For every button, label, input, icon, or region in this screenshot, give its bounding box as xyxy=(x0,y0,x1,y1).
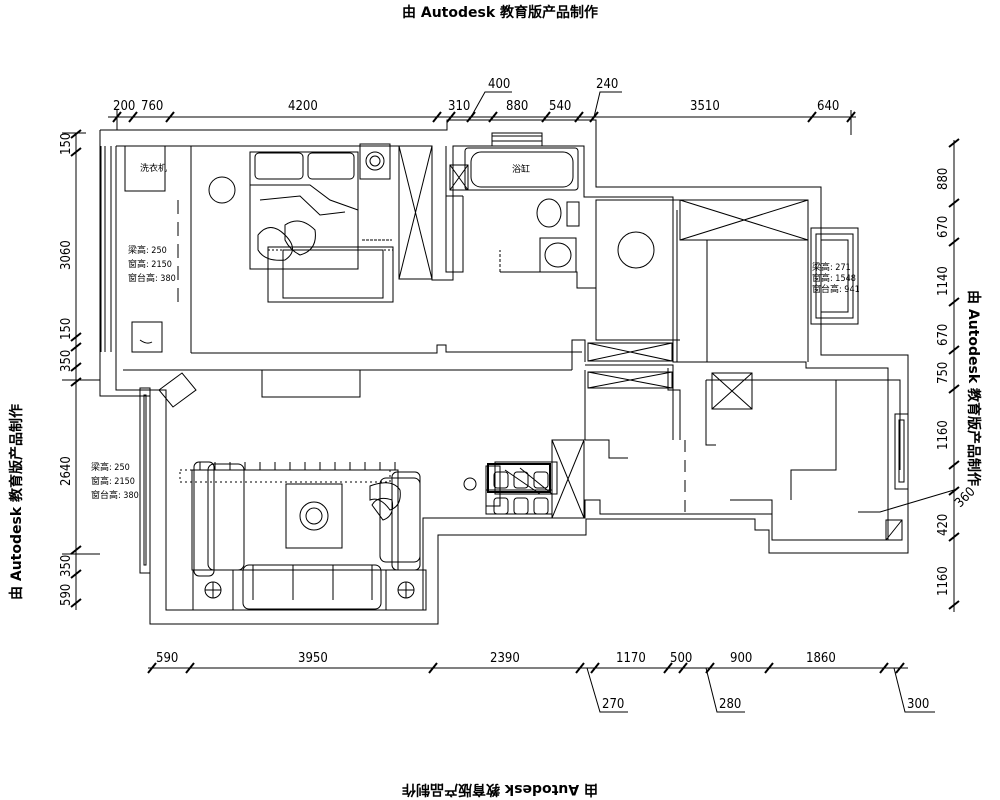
dim-right-1160b: 1160 xyxy=(936,566,951,596)
dim-bot-1860: 1860 xyxy=(806,651,836,666)
note-2-sill: 窗台高: 380 xyxy=(91,489,139,501)
dim-top-760: 760 xyxy=(141,99,163,114)
counter-top xyxy=(587,342,673,362)
dim-bot-1170: 1170 xyxy=(616,651,646,666)
dim-right-880: 880 xyxy=(936,168,951,190)
dining-furniture xyxy=(463,439,585,519)
left-dimension-chain xyxy=(62,129,100,610)
pillow-left xyxy=(254,152,304,180)
side-table-right xyxy=(385,569,427,611)
dim-right-670a: 670 xyxy=(936,216,951,238)
dim-top-4200: 4200 xyxy=(288,99,318,114)
dim-left-2640: 2640 xyxy=(59,456,74,486)
pillow-right xyxy=(307,152,355,180)
note-3-sill: 窗台高: 941 xyxy=(812,283,860,295)
dim-left-590: 590 xyxy=(59,584,74,606)
note-3-beam: 梁高: 271 xyxy=(812,261,851,273)
tv-cabinet xyxy=(158,372,197,408)
round-table xyxy=(617,231,655,269)
dim-right-1140: 1140 xyxy=(936,266,951,296)
dim-bot-3950: 3950 xyxy=(298,651,328,666)
note-2-beam: 梁高: 250 xyxy=(91,461,130,473)
wardrobe xyxy=(398,145,433,280)
toilet xyxy=(536,198,562,228)
dim-top-640: 640 xyxy=(817,99,839,114)
walls xyxy=(99,119,909,625)
sofa-bottom xyxy=(242,564,382,610)
shower xyxy=(711,372,753,410)
dim-top-310: 310 xyxy=(448,99,470,114)
label-tub: 浴缸 xyxy=(512,163,530,175)
kitchen-fixtures xyxy=(587,199,903,541)
dim-bot-2390: 2390 xyxy=(490,651,520,666)
note-1-window: 窗高: 2150 xyxy=(128,258,172,270)
note-1-sill: 窗台高: 380 xyxy=(128,272,176,284)
coffee-table xyxy=(285,483,343,549)
dim-left-150a: 150 xyxy=(59,133,74,155)
dim-bot-300: 300 xyxy=(907,697,929,712)
dim-top-540: 540 xyxy=(549,99,571,114)
dim-left-350b: 350 xyxy=(59,555,74,577)
dim-top-400: 400 xyxy=(488,77,510,92)
dim-bot-590: 590 xyxy=(156,651,178,666)
basin xyxy=(539,237,577,273)
sideboard xyxy=(551,439,585,519)
living-furniture xyxy=(158,372,427,611)
bed xyxy=(249,151,359,270)
bedroom-furniture xyxy=(131,143,433,353)
sofa-left xyxy=(207,463,245,571)
top-dimension-chain xyxy=(108,91,856,135)
bedroom-rug xyxy=(267,246,394,303)
counter-bottom xyxy=(587,371,673,389)
dim-top-200: 200 xyxy=(113,99,135,114)
window-frames xyxy=(124,132,909,574)
right-dimension-chain xyxy=(858,138,960,612)
side-table-left xyxy=(192,569,234,611)
dim-left-150b: 150 xyxy=(59,318,74,340)
bottom-dimension-chain xyxy=(147,662,935,713)
bathroom-fixtures xyxy=(449,147,580,273)
dim-bot-270: 270 xyxy=(602,697,624,712)
dim-left-3060: 3060 xyxy=(59,240,74,270)
dim-right-670b: 670 xyxy=(936,324,951,346)
note-3-window: 窗高: 1548 xyxy=(812,272,856,284)
dim-top-3510: 3510 xyxy=(690,99,720,114)
dim-right-750: 750 xyxy=(936,362,951,384)
note-2-window: 窗高: 2150 xyxy=(91,475,135,487)
nightstand xyxy=(359,143,391,180)
dim-bot-280: 280 xyxy=(719,697,741,712)
watermark-top: 由 Autodesk 教育版产品制作 xyxy=(401,5,599,21)
dim-left-350a: 350 xyxy=(59,350,74,372)
note-1-beam: 梁高: 250 xyxy=(128,244,167,256)
dim-right-420: 420 xyxy=(936,514,951,536)
bedroom-chair xyxy=(208,176,236,204)
dim-right-1160a: 1160 xyxy=(936,420,951,450)
dim-top-240: 240 xyxy=(596,77,618,92)
rug xyxy=(191,469,399,571)
closet xyxy=(679,199,809,241)
dim-top-880: 880 xyxy=(506,99,528,114)
dim-bot-900: 900 xyxy=(730,651,752,666)
dim-bot-500: 500 xyxy=(670,651,692,666)
label-washer: 洗衣机 xyxy=(140,162,167,174)
